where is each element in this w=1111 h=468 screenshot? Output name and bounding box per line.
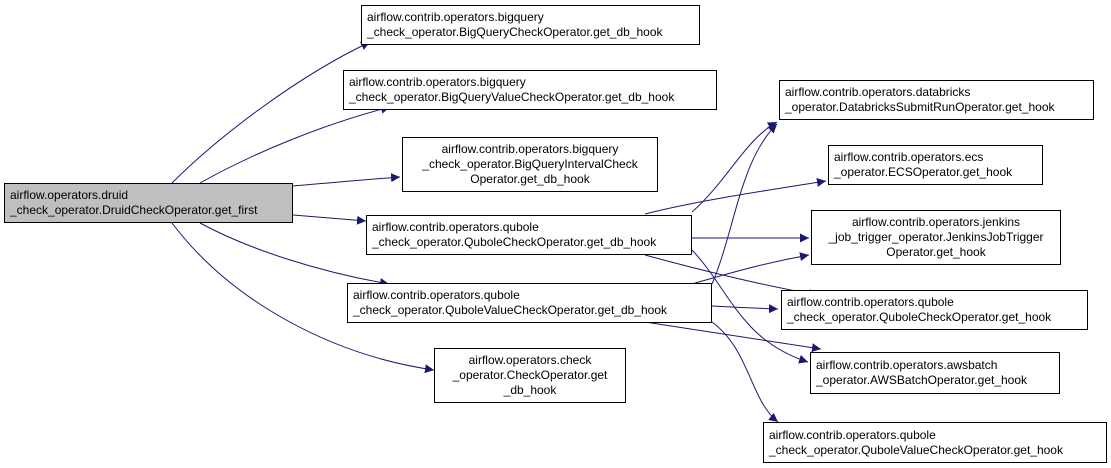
edge-root-to-qubole-check-db	[292, 214, 367, 225]
node-label-line: _check_operator.BigQueryValueCheckOperat…	[349, 90, 675, 104]
node-bigquery-value-check-get-db-hook[interactable]: airflow.contrib.operators.bigquery _chec…	[343, 70, 717, 110]
edge-root-to-check-op	[171, 222, 435, 374]
node-bigquery-check-get-db-hook[interactable]: airflow.contrib.operators.bigquery _chec…	[361, 5, 700, 45]
node-ecs-get-hook[interactable]: airflow.contrib.operators.ecs _operator.…	[828, 145, 1043, 185]
node-label-line: airflow.operators.check	[468, 353, 592, 367]
edge-qvaluedb-to-qvaluehook	[711, 321, 779, 423]
node-label-line: _check_operator.QuboleCheckOperator.get_…	[787, 310, 1052, 324]
node-label-line: _check_operator.QuboleValueCheckOperator…	[353, 303, 667, 317]
node-label-line: airflow.contrib.operators.bigquery	[441, 142, 619, 156]
node-label-line: _operator.CheckOperator.get	[452, 368, 608, 382]
node-databricks-get-hook[interactable]: airflow.contrib.operators.databricks _op…	[779, 80, 1094, 120]
edge-root-to-bq-interval	[292, 173, 401, 187]
edge-qcheckdb-to-databricks	[691, 121, 778, 213]
node-label-line: _check_operator.BigQueryIntervalCheck	[422, 157, 638, 171]
node-label-line: airflow.contrib.operators.bigquery	[349, 75, 526, 89]
edge-qvaluedb-to-jenkins	[691, 252, 810, 285]
node-label-line: _job_trigger_operator.JenkinsJobTrigger	[828, 230, 1044, 244]
node-label-line: airflow.contrib.operators.awsbatch	[816, 358, 998, 372]
node-qubole-value-check-get-hook[interactable]: airflow.contrib.operators.qubole _check_…	[763, 422, 1107, 463]
node-label-line: airflow.operators.druid	[10, 188, 129, 202]
node-qubole-check-get-db-hook[interactable]: airflow.contrib.operators.qubole _check_…	[366, 215, 692, 255]
edge-qvaluedb-to-awsbatch	[644, 321, 822, 353]
node-label-line: airflow.contrib.operators.bigquery	[367, 10, 544, 24]
node-label-line: Operator.get_hook	[886, 245, 986, 259]
node-qubole-value-check-get-db-hook[interactable]: airflow.contrib.operators.qubole _check_…	[347, 283, 712, 323]
edge-root-to-bq-value	[199, 104, 391, 184]
node-label-line: _operator.DatabricksSubmitRunOperator.ge…	[785, 100, 1055, 114]
edge-root-to-qubole-value-db	[199, 222, 390, 287]
node-label-line: _db_hook	[503, 383, 557, 397]
node-label-line: airflow.contrib.operators.jenkins	[851, 215, 1021, 229]
edge-qcheckdb-to-ecs	[644, 177, 827, 215]
node-label-line: _operator.AWSBatchOperator.get_hook	[816, 373, 1028, 387]
node-label-line: airflow.contrib.operators.ecs	[834, 150, 984, 164]
node-label-line: airflow.contrib.operators.qubole	[372, 220, 539, 234]
node-label-line: Operator.get_db_hook	[470, 172, 590, 186]
node-bigquery-interval-check-get-db-hook[interactable]: airflow.contrib.operators.bigquery _chec…	[402, 137, 658, 192]
node-label-line: _check_operator.QuboleValueCheckOperator…	[769, 442, 1063, 457]
node-label-line: airflow.contrib.operators.qubole	[787, 295, 954, 309]
edge-qcheckdb-to-awsbatch	[691, 249, 809, 364]
node-label-line: _check_operator.BigQueryCheckOperator.ge…	[367, 25, 663, 39]
node-druid-get-first[interactable]: airflow.operators.druid _check_operator.…	[4, 183, 293, 223]
node-label-line: airflow.contrib.operators.qubole	[769, 427, 936, 442]
node-label-line: _check_operator.QuboleCheckOperator.get_…	[372, 235, 657, 249]
node-label-line: _check_operator.DruidCheckOperator.get_f…	[10, 203, 258, 217]
node-label-line: airflow.contrib.operators.qubole	[353, 288, 520, 302]
edge-qvaluedb-to-qcheckhook	[711, 304, 779, 314]
node-jenkins-get-hook[interactable]: airflow.contrib.operators.jenkins _job_t…	[811, 210, 1061, 265]
edge-root-to-bq-check	[171, 41, 371, 184]
node-label-line: airflow.contrib.operators.databricks	[785, 85, 971, 99]
node-qubole-check-get-hook[interactable]: airflow.contrib.operators.qubole _check_…	[781, 290, 1088, 330]
node-check-operator-get-db-hook[interactable]: airflow.operators.check _operator.CheckO…	[434, 348, 626, 403]
node-awsbatch-get-hook[interactable]: airflow.contrib.operators.awsbatch _oper…	[810, 352, 1060, 394]
node-label-line: _operator.ECSOperator.get_hook	[834, 165, 1013, 179]
edge-qvaluedb-to-databricks	[711, 123, 778, 285]
